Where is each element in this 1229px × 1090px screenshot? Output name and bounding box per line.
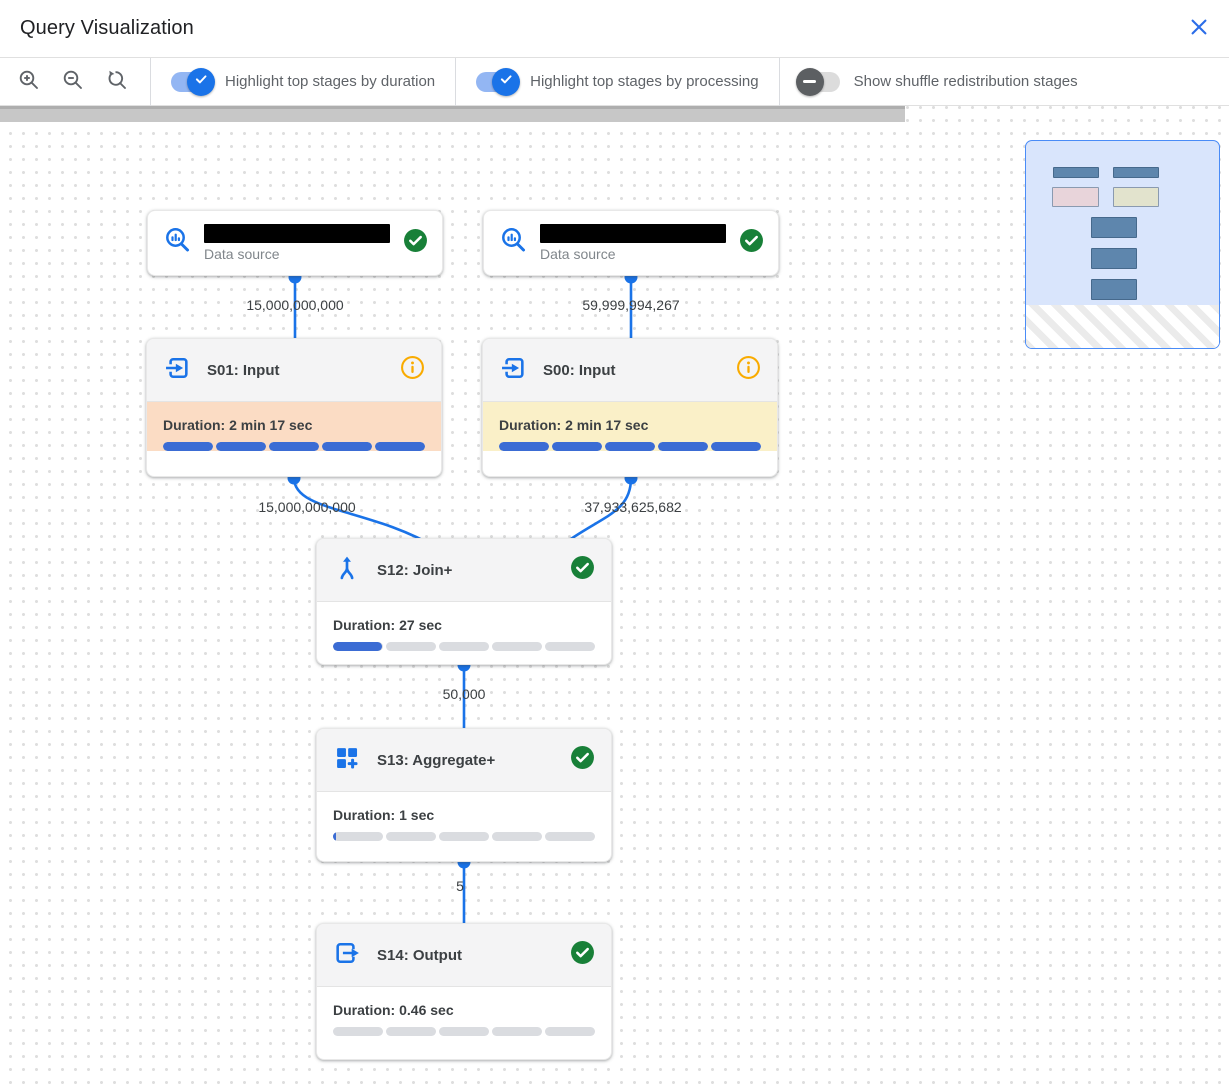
duration-label: Duration: 27 sec (333, 617, 442, 633)
edge-rowcount-label: 15,000,000,000 (258, 499, 356, 515)
minimap-node (1113, 167, 1159, 178)
stage-duration-band: Duration: 27 sec (317, 601, 611, 651)
data-source-label: Data source (204, 246, 280, 262)
minimap-node (1053, 167, 1099, 178)
stage-duration-band: Duration: 2 min 17 sec (147, 401, 441, 451)
highlight-duration-label: Highlight top stages by duration (225, 73, 436, 90)
graph-toolbar: Highlight top stages by duration Highlig… (0, 57, 1229, 106)
input-stage-icon (499, 354, 527, 387)
duration-progress-bar (163, 442, 425, 451)
node-datasource-1[interactable]: Data source (147, 210, 443, 276)
status-completed-icon (570, 940, 595, 970)
show-shuffle-toggle[interactable] (795, 67, 840, 96)
graph-minimap[interactable] (1025, 140, 1220, 349)
highlight-duration-toggle[interactable] (171, 67, 215, 96)
duration-label: Duration: 1 sec (333, 807, 435, 823)
stage-duration-band: Duration: 0.46 sec (317, 986, 611, 1036)
status-completed-icon (403, 228, 428, 258)
minimap-node-highlight-duration (1052, 187, 1099, 207)
close-icon (1188, 16, 1210, 41)
node-stage-s14[interactable]: S14: Output Duration: 0.46 sec (316, 923, 612, 1060)
edge-rowcount-label: 59,999,994,267 (582, 297, 680, 313)
edge-rowcount-label: 50,000 (442, 686, 486, 702)
status-completed-icon (739, 228, 764, 258)
minimap-out-of-bounds-area (1026, 305, 1219, 348)
redacted-table-name (540, 224, 726, 243)
zoom-out-button[interactable] (58, 67, 88, 97)
query-graph-canvas[interactable]: 15,000,000,000 59,999,994,267 15,000,000… (0, 106, 1229, 1090)
toolbar-separator (455, 57, 457, 106)
duration-progress-bar (333, 1027, 595, 1036)
zoom-out-icon (61, 68, 85, 95)
duration-progress-bar (499, 442, 761, 451)
status-completed-icon (570, 745, 595, 775)
minimap-node (1091, 279, 1137, 300)
aggregate-stage-icon (333, 744, 361, 777)
dialog-title: Query Visualization (20, 17, 194, 39)
zoom-reset-icon (105, 68, 129, 95)
check-icon (497, 70, 515, 93)
minus-icon (803, 80, 817, 83)
edge-rowcount-label: 5 (456, 878, 464, 894)
duration-progress-bar (333, 832, 595, 841)
node-datasource-2[interactable]: Data source (483, 210, 779, 276)
info-icon[interactable] (736, 355, 761, 385)
data-source-icon (498, 225, 530, 262)
input-stage-icon (163, 354, 191, 387)
highlight-processing-toggle[interactable] (476, 67, 521, 96)
stage-title: S01: Input (207, 361, 280, 379)
node-stage-s13[interactable]: S13: Aggregate+ Duration: 1 sec (316, 728, 612, 862)
stage-title: S12: Join+ (377, 561, 453, 579)
node-stage-s01[interactable]: S01: Input Duration: 2 min 17 sec (146, 338, 442, 477)
data-source-label: Data source (540, 246, 616, 262)
output-stage-icon (333, 939, 361, 972)
edge-rowcount-label: 37,933,625,682 (584, 499, 682, 515)
edge-rowcount-label: 15,000,000,000 (246, 297, 344, 313)
toolbar-separator (778, 57, 780, 106)
stage-title: S14: Output (377, 946, 462, 964)
toggle-shuffle-group: Show shuffle redistribution stages (780, 67, 1098, 96)
duration-label: Duration: 0.46 sec (333, 1002, 454, 1018)
zoom-reset-button[interactable] (102, 67, 132, 97)
close-button[interactable] (1185, 14, 1213, 42)
toggle-highlight-processing-group: Highlight top stages by processing (456, 67, 778, 96)
stage-duration-band: Duration: 2 min 17 sec (483, 401, 777, 451)
duration-label: Duration: 2 min 17 sec (163, 417, 313, 433)
toggle-thumb (795, 67, 824, 96)
toggle-thumb (492, 67, 521, 96)
node-stage-s12[interactable]: S12: Join+ Duration: 27 sec (316, 538, 612, 665)
toggle-thumb (187, 67, 215, 96)
stage-title: S13: Aggregate+ (377, 751, 496, 769)
minimap-node (1091, 248, 1137, 269)
zoom-in-icon (17, 68, 41, 95)
stage-title: S00: Input (543, 361, 616, 379)
info-icon[interactable] (400, 355, 425, 385)
stage-duration-band: Duration: 1 sec (317, 791, 611, 841)
show-shuffle-label: Show shuffle redistribution stages (853, 73, 1078, 90)
node-stage-s00[interactable]: S00: Input Duration: 2 min 17 sec (482, 338, 778, 477)
highlight-processing-label: Highlight top stages by processing (530, 73, 759, 90)
status-completed-icon (570, 555, 595, 585)
data-source-icon (162, 225, 194, 262)
toolbar-separator (150, 57, 151, 106)
join-stage-icon (333, 554, 361, 587)
redacted-table-name (204, 224, 390, 243)
zoom-controls (0, 67, 150, 97)
duration-label: Duration: 2 min 17 sec (499, 417, 649, 433)
duration-progress-bar (333, 642, 595, 651)
toggle-highlight-duration-group: Highlight top stages by duration (151, 67, 455, 96)
zoom-in-button[interactable] (14, 67, 44, 97)
minimap-node (1091, 217, 1137, 238)
horizontal-scrollbar[interactable] (0, 106, 905, 122)
check-icon (192, 70, 210, 93)
minimap-node-highlight-processing (1113, 187, 1159, 207)
dialog-header: Query Visualization (0, 0, 1229, 57)
